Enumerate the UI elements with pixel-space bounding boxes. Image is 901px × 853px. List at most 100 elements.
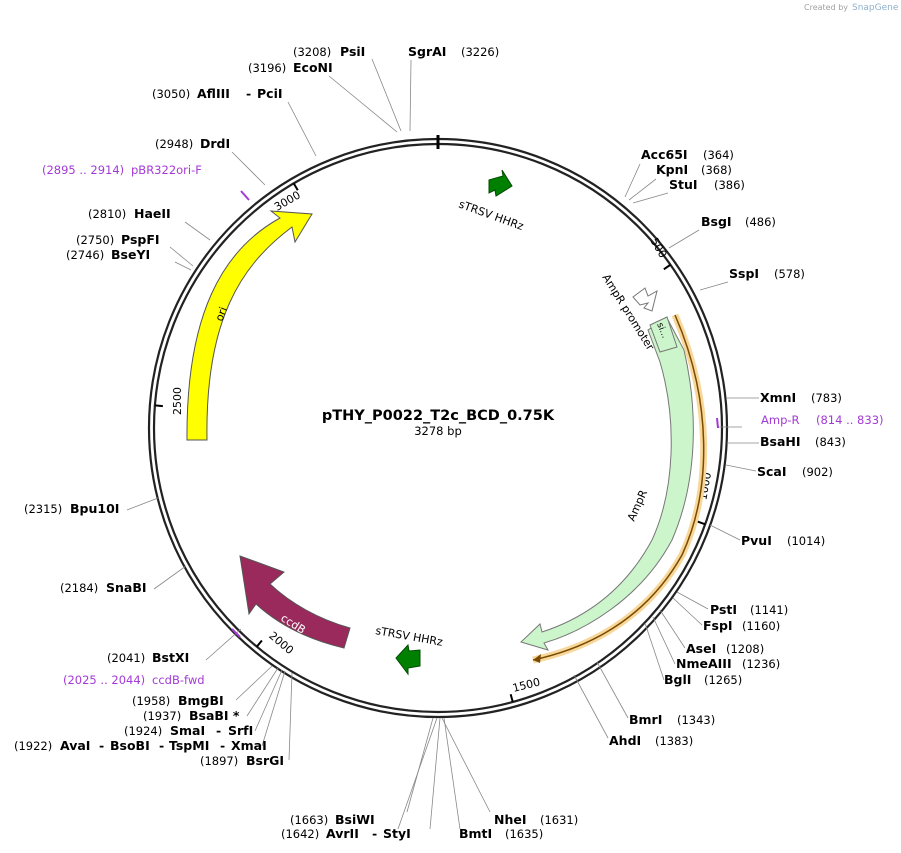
site-pos-asei: (1208): [726, 642, 764, 656]
ori-arrow: [186, 210, 313, 441]
site-avai[interactable]: AvaI: [60, 738, 90, 753]
site-bsiwi[interactable]: BsiWI: [335, 812, 375, 827]
leader-line-17: [397, 717, 438, 830]
feature-ampr-promoter[interactable]: AmpR promoter: [599, 272, 658, 353]
leader-line-9: [153, 565, 187, 590]
leader-line-16: [406, 717, 434, 813]
site-bmti[interactable]: BmtI: [459, 826, 492, 841]
strsv-bottom-label: sTRSV HHRz: [374, 624, 444, 649]
site-fspi[interactable]: FspI: [703, 618, 733, 633]
leader-line-32: [672, 597, 703, 626]
site-pos-avai: (1922): [14, 739, 52, 753]
feature-ampr[interactable]: AmpR: [520, 317, 694, 651]
site-pos-bmti: (1635): [505, 827, 543, 841]
site-psii[interactable]: PsiI: [340, 44, 365, 59]
site-pos-bsrgi: (1897): [200, 754, 238, 768]
site-bsgi[interactable]: BsgI: [701, 214, 732, 229]
site-bstxi[interactable]: BstXI: [152, 650, 189, 665]
site-sspi[interactable]: SspI: [729, 266, 759, 281]
site-pos-nmeaiii: (1236): [742, 657, 780, 671]
site-bmri[interactable]: BmrI: [629, 712, 662, 727]
feature-strsv-bottom[interactable]: sTRSV HHRz: [374, 624, 444, 676]
plasmid-length: 3278 bp: [414, 424, 462, 438]
site-sgrai[interactable]: SgrAI: [408, 44, 446, 59]
site-pvui[interactable]: PvuI: [741, 533, 772, 548]
site-pos-bsiwi: (1663): [290, 813, 328, 827]
site-pcii[interactable]: PciI: [257, 86, 283, 101]
site-bsabi[interactable]: BsaBI *: [189, 708, 240, 723]
feature-strsv-top[interactable]: sTRSV HHRz: [457, 169, 526, 233]
leader-line-21: [624, 163, 641, 198]
tick-2000: [256, 639, 263, 648]
site-xmai[interactable]: XmaI: [231, 738, 267, 753]
leader-line-34: [652, 616, 676, 665]
site-pos-pvui: (1014): [787, 534, 825, 548]
site-econi[interactable]: EcoNI: [293, 60, 333, 75]
primer-amp-r-strand[interactable]: [532, 313, 708, 664]
site-pos-sspi: (578): [774, 267, 805, 281]
site-bpu10i[interactable]: Bpu10I: [70, 501, 119, 516]
tick-1000: [697, 520, 706, 526]
primer-mark-ccdb-fwd: [231, 628, 241, 638]
site-bgli[interactable]: BglI: [664, 672, 691, 687]
site-bsrgi[interactable]: BsrGI: [246, 753, 284, 768]
site-stui[interactable]: StuI: [669, 177, 698, 192]
site-styi[interactable]: StyI: [383, 826, 411, 841]
site-smai[interactable]: SmaI: [170, 723, 205, 738]
leader-line-31: [676, 591, 709, 610]
plasmid-name: pTHY_P0022_T2c_BCD_0.75K: [322, 408, 555, 424]
leader-line-8: [126, 497, 159, 511]
primer-range-ccdb: (2025 .. 2044): [63, 673, 145, 687]
tick-2500: [154, 404, 163, 408]
leader-line-12: [246, 667, 279, 717]
site-bsahi[interactable]: BsaHI: [760, 434, 801, 449]
site-psti[interactable]: PstI: [710, 602, 737, 617]
site-bmgbi[interactable]: BmgBI: [178, 693, 224, 708]
site-leader-lines: [126, 58, 759, 830]
site-bseyi[interactable]: BseYI: [111, 247, 150, 262]
strsv-top-arrow: [488, 169, 513, 197]
site-pspfi[interactable]: PspFI: [121, 232, 160, 247]
site-pos-bgli: (1265): [704, 673, 742, 687]
site-tspmi[interactable]: TspMI: [169, 738, 209, 753]
leader-line-18: [429, 717, 441, 830]
site-ahdi[interactable]: AhdI: [609, 733, 641, 748]
site-scai[interactable]: ScaI: [757, 464, 787, 479]
feature-signal[interactable]: si...: [649, 316, 678, 353]
ampr-arrow: [520, 317, 694, 651]
leader-line-7: [174, 261, 192, 271]
site-acc65i[interactable]: Acc65I: [641, 147, 688, 162]
site-avrii[interactable]: AvrII: [326, 826, 359, 841]
site-nmeaiii[interactable]: NmeAIII: [676, 656, 732, 671]
site-pos-bmgbi: (1958): [132, 694, 170, 708]
site-snabi[interactable]: SnaBI: [106, 580, 147, 595]
feature-ccdb[interactable]: ccdB: [239, 555, 351, 649]
primer-amp-r[interactable]: Amp-R: [761, 413, 800, 427]
site-kpni[interactable]: KpnI: [656, 162, 688, 177]
leader-line-25: [699, 281, 729, 291]
leader-line-4: [231, 151, 266, 186]
primer-pbr322ori-f[interactable]: pBR322ori-F: [131, 163, 202, 177]
tick-label-1500: 1500: [511, 676, 541, 695]
ampr-label: AmpR: [625, 488, 650, 524]
primer-ccdb-fwd[interactable]: ccdB-fwd: [152, 673, 205, 687]
site-pos-afliii: (3050): [152, 87, 190, 101]
leader-line-5: [184, 221, 211, 241]
site-afliii[interactable]: AflIII: [197, 86, 230, 101]
site-pos-xmni: (783): [811, 391, 842, 405]
site-asei[interactable]: AseI: [686, 641, 716, 656]
site-haeii[interactable]: HaeII: [134, 206, 171, 221]
site-xmni[interactable]: XmnI: [760, 390, 796, 405]
site-srfi[interactable]: SrfI: [228, 723, 253, 738]
ori-label: ori: [213, 305, 230, 323]
leader-line-23: [632, 192, 669, 204]
site-pos-sgrai: (3226): [461, 45, 499, 59]
primer-range-amp-r: (814 .. 833): [816, 413, 884, 427]
feature-ori[interactable]: ori: [186, 210, 313, 441]
amp-r-strand: [532, 314, 705, 661]
site-bsobi[interactable]: BsoBI: [110, 738, 150, 753]
primer-mark-amp-r: [716, 417, 719, 429]
site-drdi[interactable]: DrdI: [200, 136, 230, 151]
site-nhei[interactable]: NheI: [494, 812, 527, 827]
leader-line-36: [596, 661, 629, 719]
